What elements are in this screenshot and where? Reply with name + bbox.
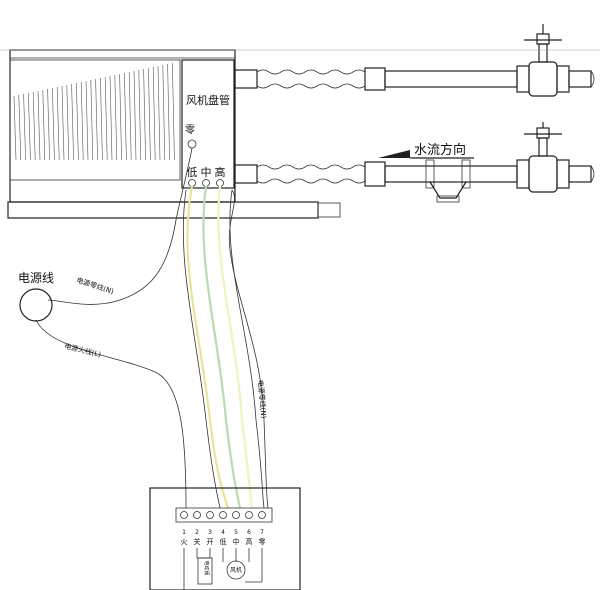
fin-line — [71, 83, 74, 161]
motor-label: 风机 — [230, 566, 242, 574]
water-direction-arrow-icon — [378, 150, 410, 158]
terminal-number-4: 4 — [221, 529, 225, 536]
upper-pipe — [234, 24, 595, 97]
power-live-label: 电源火线(L) — [64, 341, 103, 359]
lower-pipe — [234, 122, 595, 203]
terminal-label-2: 关 — [194, 537, 201, 546]
fin-line — [162, 64, 166, 161]
power-neutral-label: 电源零线(N) — [75, 275, 115, 296]
internal-schematic — [183, 548, 263, 590]
terminal-label-7: 零 — [259, 538, 266, 546]
terminal-label-6: 高 — [246, 537, 253, 546]
fin-line — [61, 85, 65, 161]
fin-line — [52, 87, 55, 161]
terminal-low-icon — [188, 179, 196, 187]
terminal-number-row: 1 2 3 4 5 6 7 — [182, 529, 264, 536]
terminal-label-5: 中 — [233, 537, 240, 546]
water-direction-label: 水流方向 — [414, 142, 466, 158]
terminal-label-1: 火 — [181, 538, 188, 546]
terminal-screw-icon — [219, 511, 227, 519]
fin-line — [47, 88, 50, 161]
fin-line — [104, 76, 108, 161]
fin-line — [80, 81, 84, 161]
terminal-strip — [180, 511, 266, 519]
fin-line — [37, 90, 41, 161]
fin-line — [90, 79, 94, 161]
terminal-screw-icon — [258, 511, 266, 519]
fin-line — [23, 93, 26, 161]
terminal-label-3: 开 — [207, 538, 214, 546]
fin-line — [100, 77, 103, 161]
power-live-wire — [35, 319, 187, 509]
speed-low-label: 低 — [187, 166, 198, 179]
fin-line — [114, 74, 118, 161]
fin-line — [157, 65, 161, 161]
fin-line — [95, 78, 98, 161]
terminal-screw-icon — [206, 511, 214, 519]
control-box — [149, 487, 301, 590]
fin-line — [128, 71, 132, 161]
fin-line — [152, 66, 156, 161]
neutral-top-label: 零 — [185, 124, 195, 136]
terminal-screw-icon — [232, 511, 240, 519]
terminal-number-5: 5 — [234, 529, 238, 536]
fin-line — [172, 62, 175, 161]
power-source-icon — [19, 288, 53, 322]
terminal-number-1: 1 — [182, 529, 186, 536]
terminal-number-6: 6 — [247, 529, 251, 536]
fin-line — [148, 67, 151, 161]
coil-fins — [13, 62, 175, 161]
terminal-number-2: 2 — [195, 529, 199, 536]
valve-label: 电动阀 — [203, 560, 210, 575]
fin-line — [143, 68, 146, 161]
fin-line — [85, 80, 89, 161]
wire-high — [217, 185, 254, 509]
neutral-terminal-icon — [187, 139, 197, 149]
terminal-screw-icon — [180, 511, 188, 519]
fin-line — [32, 91, 36, 161]
fan-coil-label: 风机盘管 — [186, 93, 230, 107]
fin-line — [76, 82, 79, 161]
terminal-label-row: 火 关 开 低 中 高 零 — [181, 537, 266, 546]
power-neutral-wire — [47, 147, 193, 305]
fin-line — [66, 84, 70, 161]
terminal-number-7: 7 — [260, 529, 264, 536]
fin-line — [56, 86, 60, 161]
fin-line — [167, 63, 170, 161]
fin-line — [133, 70, 137, 161]
valve-box — [197, 557, 213, 585]
wire-low — [186, 185, 230, 509]
fin-line — [119, 73, 122, 161]
speed-mid-label: 中 — [201, 166, 212, 179]
speed-high-label: 高 — [215, 165, 226, 179]
terminal-screw-icon — [193, 511, 201, 519]
terminal-mid-icon — [202, 179, 210, 187]
terminal-screw-icon — [245, 511, 253, 519]
fin-line — [138, 69, 142, 161]
fin-line — [124, 72, 127, 161]
fin-line — [18, 94, 22, 161]
terminal-number-3: 3 — [208, 529, 212, 536]
terminal-label-4: 低 — [220, 537, 227, 546]
cable-neutral-label: 电源零线(N) — [256, 379, 268, 419]
motor-icon — [226, 560, 246, 580]
fin-line — [13, 95, 17, 161]
terminal-high-icon — [216, 179, 224, 187]
fin-line — [42, 89, 46, 161]
power-line-label: 电源线 — [18, 271, 54, 285]
fin-line — [109, 75, 113, 161]
wire-mid — [202, 185, 242, 509]
fin-line — [28, 92, 31, 161]
